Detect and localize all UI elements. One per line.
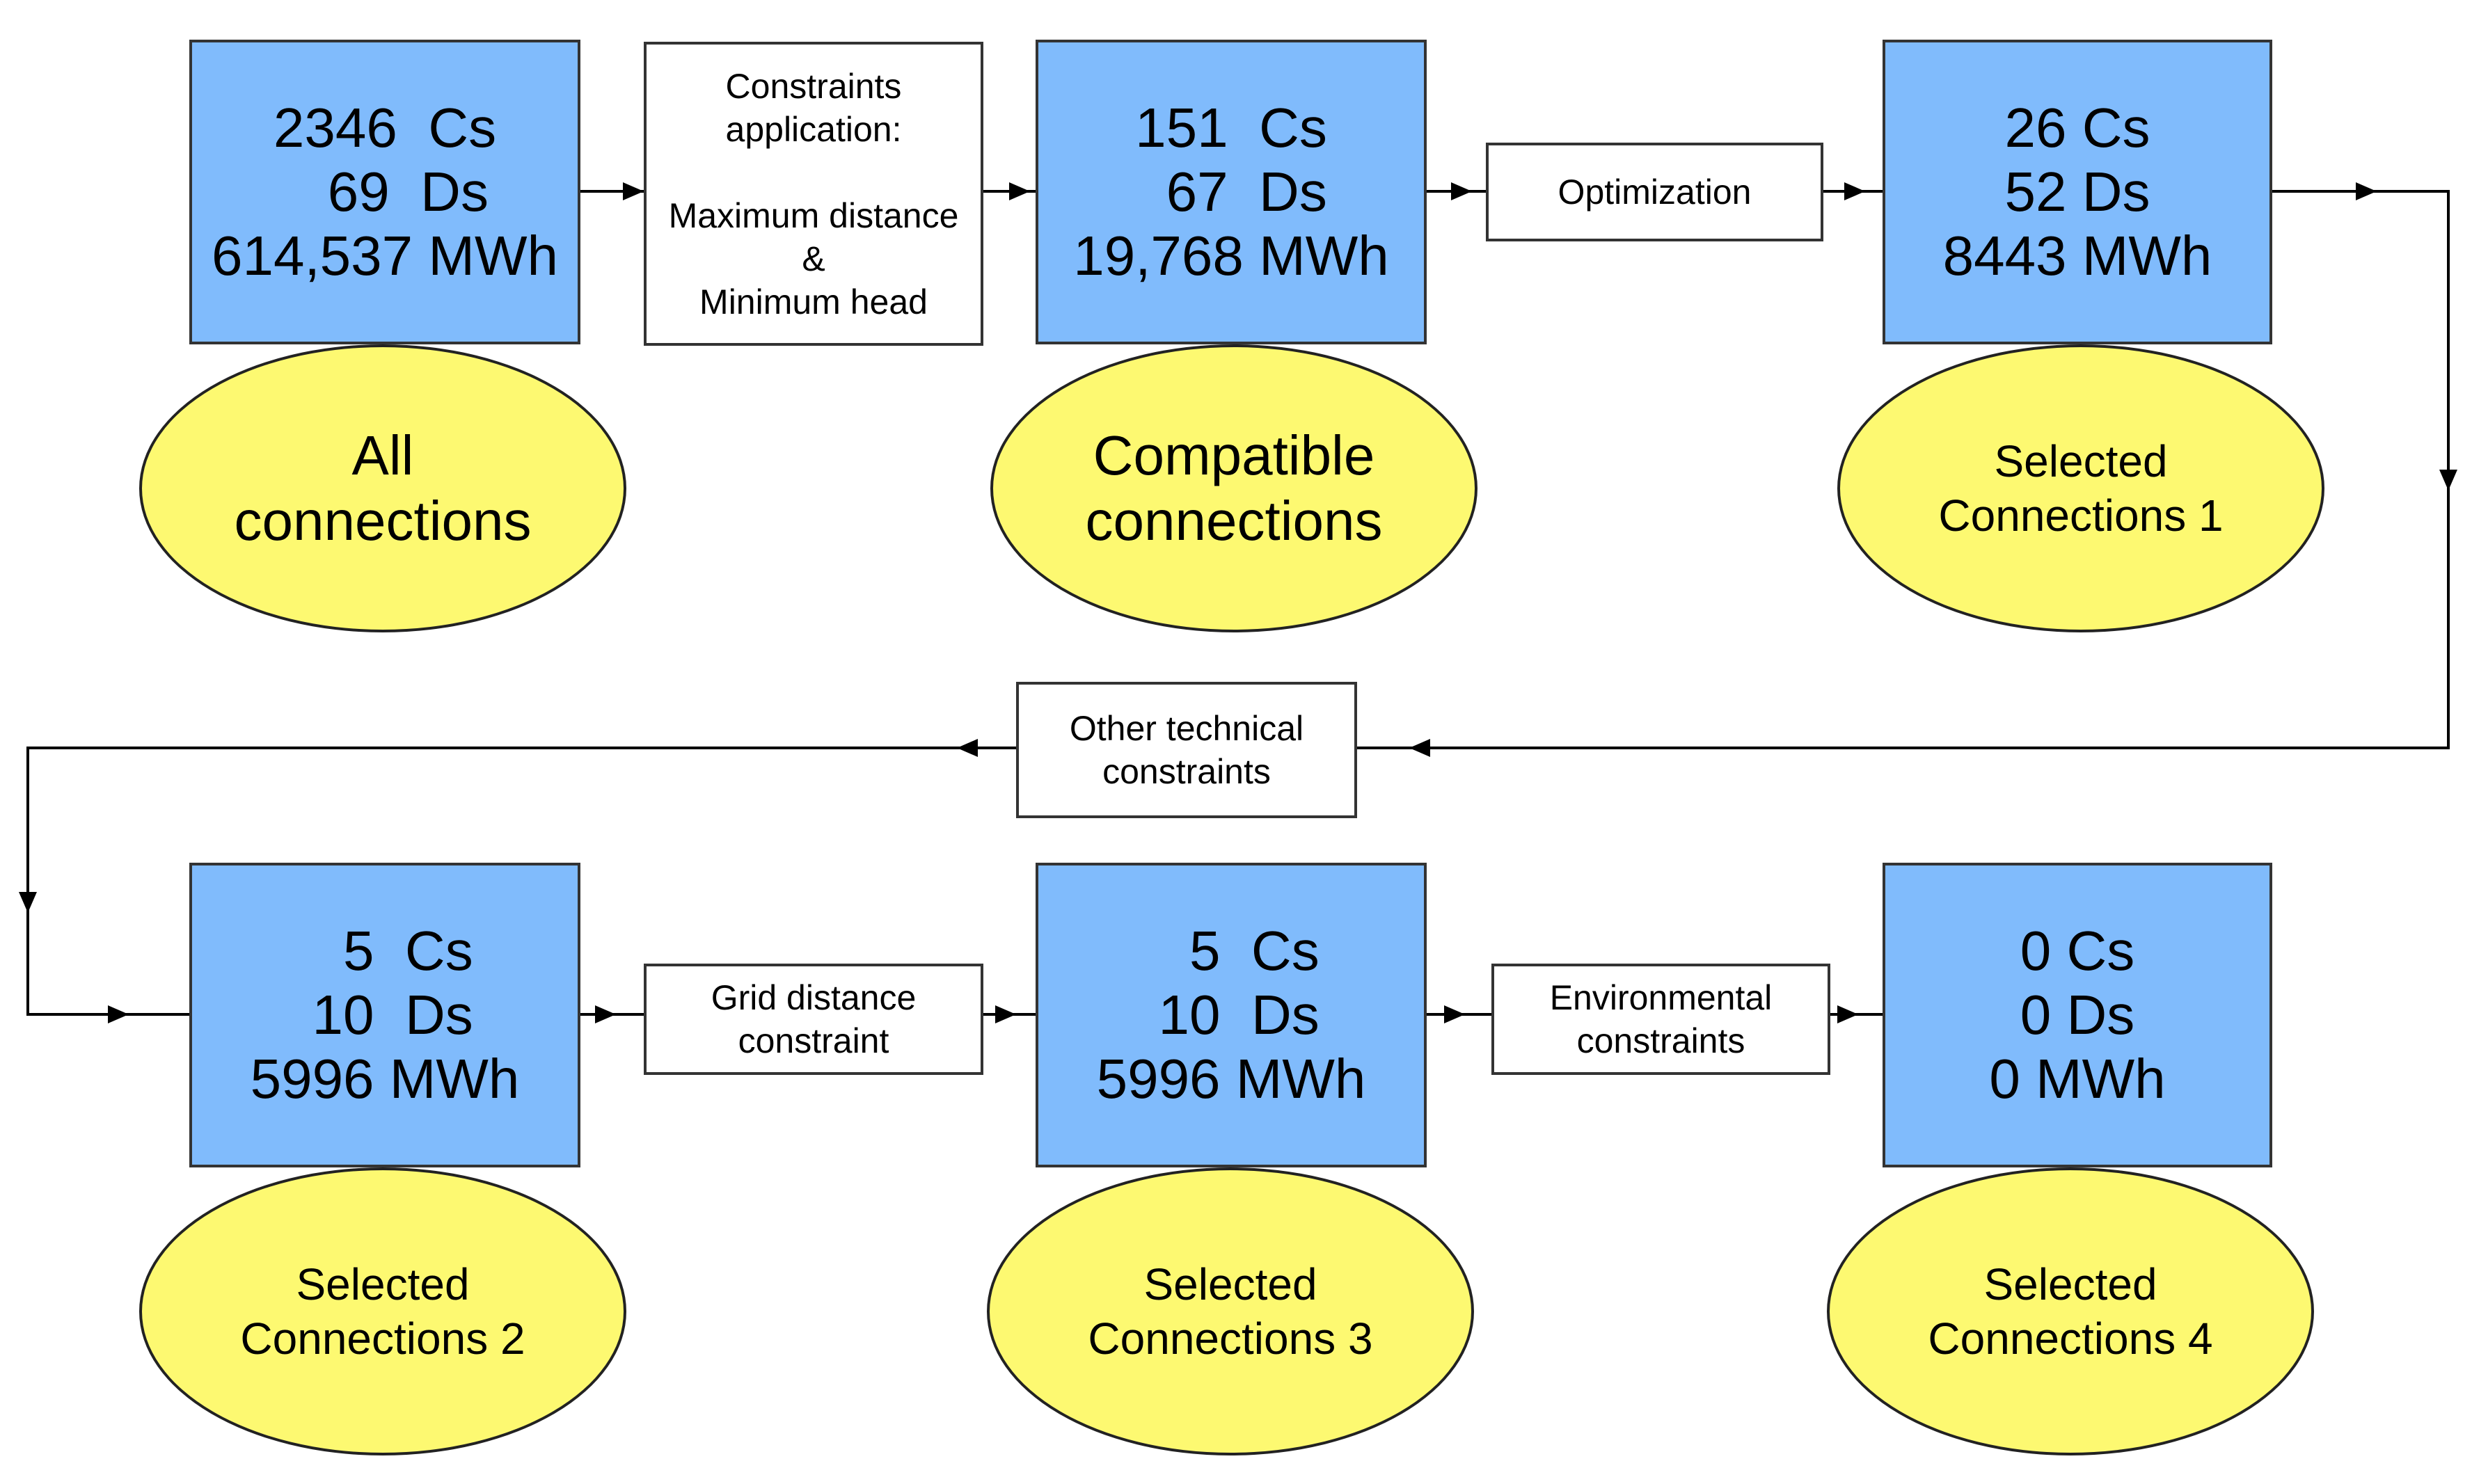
label-line: Compatible (1093, 424, 1375, 486)
label-compatible-connections: Compatible connections (990, 344, 1477, 632)
stage-line: 5 Cs (296, 920, 473, 982)
arrowhead (1409, 739, 1430, 757)
arrowhead (595, 1005, 616, 1023)
arrowhead (1837, 1005, 1858, 1023)
arrowhead (1444, 1005, 1465, 1023)
process-constraints-application: Constraints application: Maximum distanc… (644, 42, 983, 346)
label-line: All (351, 424, 414, 486)
process-line: constraints (1576, 1021, 1745, 1060)
process-grid-distance-constraint: Grid distance constraint (644, 964, 983, 1075)
process-line: Environmental (1549, 978, 1773, 1017)
label-line: connections (1085, 490, 1383, 552)
label-all-connections: All connections (139, 344, 626, 632)
stage-line: 67 Ds (1135, 161, 1327, 223)
stage-line: 5996 MWh (250, 1048, 520, 1110)
label-line: Connections 4 (1928, 1314, 2213, 1364)
arrowhead (108, 1005, 129, 1023)
arrowhead (1451, 182, 1472, 200)
arrowhead (995, 1005, 1016, 1023)
stage-line: 614,537 MWh (211, 225, 559, 287)
label-line: Selected (296, 1259, 470, 1309)
process-line: application: (725, 109, 902, 149)
label-selected-connections-3: Selected Connections 3 (987, 1167, 1474, 1455)
arrowhead (19, 892, 37, 913)
arrowhead (623, 182, 644, 200)
stage-box-compatible: 151 Cs 67 Ds 19,768 MWh (1036, 40, 1427, 344)
stage-box-all: 2346 Cs 69 Ds 614,537 MWh (189, 40, 580, 344)
stage-line: 26 Cs (2004, 97, 2150, 159)
stage-box-selected-4: 0 Cs 0 Ds 0 MWh (1883, 863, 2272, 1167)
stage-line: 5996 MWh (1096, 1048, 1366, 1110)
process-line: & (802, 239, 825, 278)
stage-line: 19,768 MWh (1073, 225, 1389, 287)
process-optimization: Optimization (1486, 143, 1823, 241)
stage-line: 10 Ds (1143, 984, 1320, 1046)
label-selected-connections-2: Selected Connections 2 (139, 1167, 626, 1455)
label-line: Connections 3 (1088, 1314, 1373, 1364)
label-selected-connections-4: Selected Connections 4 (1827, 1167, 2314, 1455)
arrowhead (1009, 182, 1030, 200)
process-line: Grid distance (711, 978, 917, 1017)
stage-box-selected-1: 26 Cs 52 Ds 8443 MWh (1883, 40, 2272, 344)
arrowhead (1844, 182, 1865, 200)
label-selected-connections-1: Selected Connections 1 (1837, 344, 2324, 632)
arrowhead (2356, 182, 2377, 200)
process-line: Constraints (725, 66, 902, 106)
label-line: Connections 1 (1938, 490, 2224, 541)
stage-line: 2346 Cs (273, 97, 497, 159)
process-line: Maximum distance (668, 196, 959, 235)
label-line: Selected (1143, 1259, 1317, 1309)
stage-line: 52 Ds (2004, 161, 2150, 223)
stage-line: 10 Ds (296, 984, 473, 1046)
process-line: constraints (1102, 752, 1271, 791)
process-line: constraint (738, 1021, 889, 1060)
stage-line: 0 Ds (2020, 984, 2135, 1046)
label-line: connections (234, 490, 532, 552)
process-line: Other technical (1069, 709, 1304, 748)
stage-line: 69 Ds (281, 161, 489, 223)
label-line: Selected (1983, 1259, 2157, 1309)
process-other-technical-constraints: Other technical constraints (1016, 682, 1357, 818)
stage-line: 151 Cs (1135, 97, 1327, 159)
process-line: Optimization (1558, 173, 1752, 212)
label-line: Selected (1994, 436, 2168, 486)
stage-box-selected-3: 5 Cs 10 Ds 5996 MWh (1036, 863, 1427, 1167)
process-environmental-constraints: Environmental constraints (1491, 964, 1830, 1075)
arrowhead (957, 739, 978, 757)
stage-line: 0 MWh (1989, 1048, 2166, 1110)
arrowhead (2439, 470, 2457, 490)
stage-line: 8443 MWh (1942, 225, 2212, 287)
stage-line: 5 Cs (1143, 920, 1320, 982)
label-line: Connections 2 (240, 1314, 525, 1364)
process-line: Minimum head (699, 282, 928, 321)
stage-box-selected-2: 5 Cs 10 Ds 5996 MWh (189, 863, 580, 1167)
stage-line: 0 Cs (2020, 920, 2135, 982)
